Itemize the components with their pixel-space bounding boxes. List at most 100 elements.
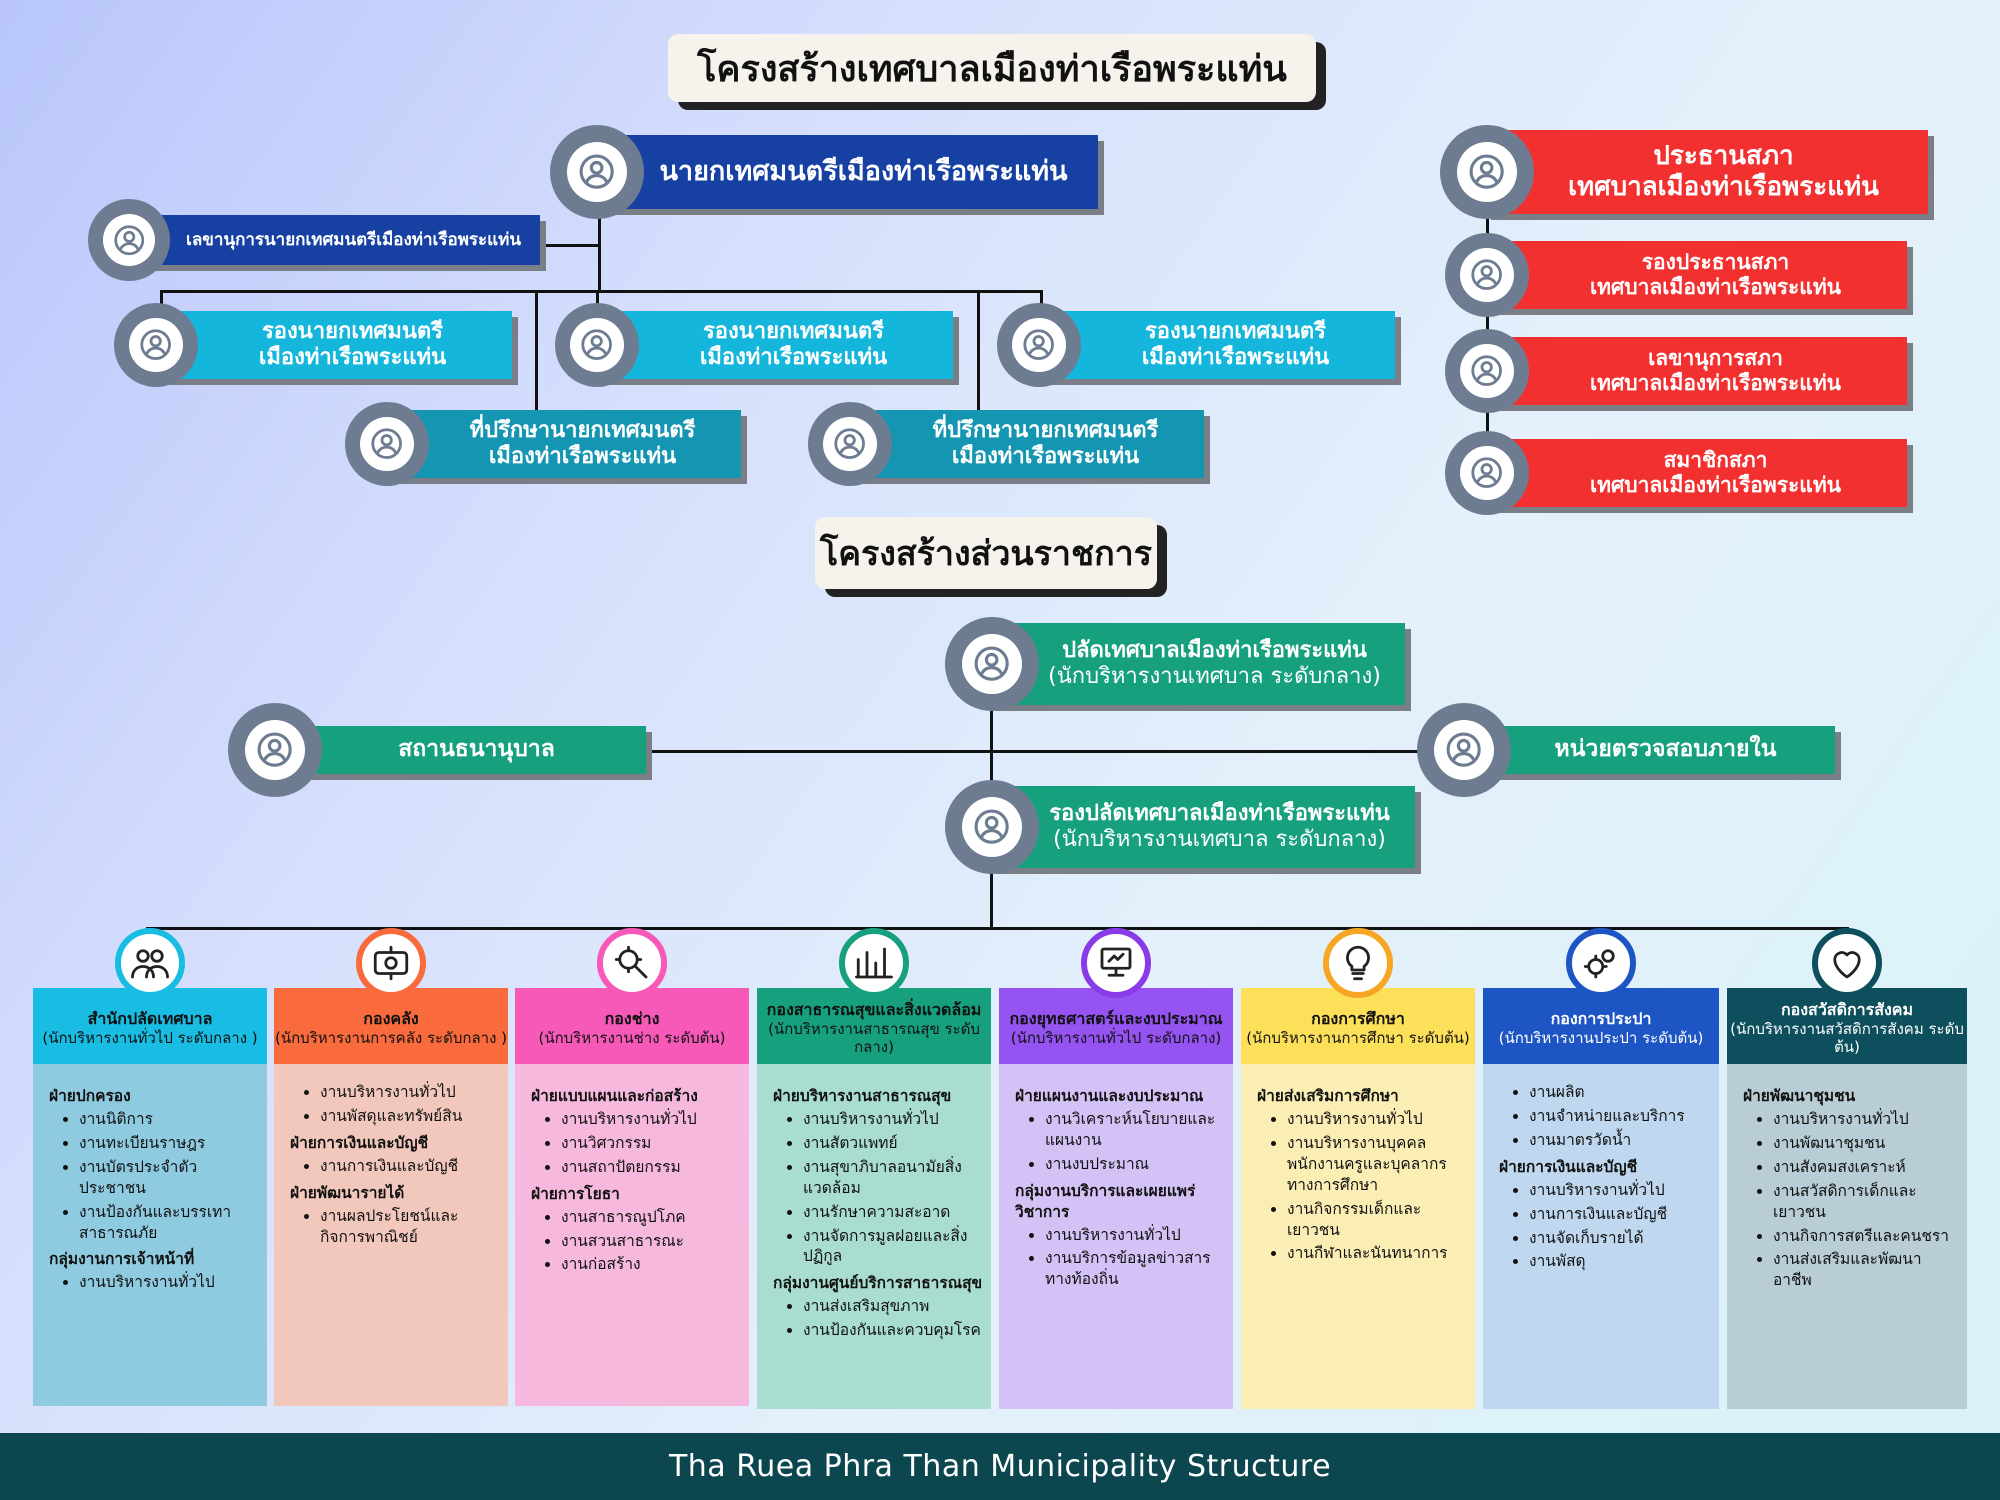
list-item: งานส่งเสริมสุขภาพ: [803, 1296, 983, 1317]
list-item: งานป้องกันและควบคุมโรค: [803, 1320, 983, 1341]
list-item: งานบริหารงานทั่วไป: [561, 1109, 741, 1130]
list-item: งานกิจการสตรีและคนชรา: [1773, 1226, 1959, 1247]
connector: [1040, 290, 1043, 310]
division-body: ฝ่ายพัฒนาชุมชนงานบริหารงานทั่วไปงานพัฒนา…: [1727, 1064, 1967, 1409]
gears-icon: [1566, 928, 1636, 998]
clerk-line1: ปลัดเทศบาลเมืองท่าเรือพระแท่น: [1062, 638, 1367, 664]
task-list: งานสาธารณูปโภคงานสวนสาธารณะงานก่อสร้าง: [531, 1207, 741, 1276]
section-title: ฝ่ายปกครอง: [49, 1087, 131, 1105]
connector: [535, 244, 601, 247]
deputy-mayor-1: รองนายกเทศมนตรีเมืองท่าเรือพระแท่น: [114, 303, 512, 387]
council-member-line2: เทศบาลเมืองท่าเรือพระแท่น: [1589, 473, 1842, 497]
list-item: งานสวนสาธารณะ: [561, 1231, 741, 1252]
division-level: (นักบริหารงานทั่วไป ระดับกลาง): [1010, 1028, 1222, 1047]
division-header: กองสาธารณสุขและสิ่งแวดล้อม(นักบริหารงานส…: [757, 988, 991, 1064]
mayor-node: นายกเทศมนตรีเมืองท่าเรือพระแท่น: [550, 125, 1098, 219]
task-list: งานบริหารงานทั่วไปงานสัตวแพทย์งานสุขาภิบ…: [773, 1109, 983, 1267]
division-level: (นักบริหารงานทั่วไป ระดับกลาง ): [42, 1028, 258, 1047]
connector: [598, 190, 601, 292]
advisor-label-line1: ที่ปรึกษานายกเทศมนตรี: [469, 418, 696, 444]
list-item: งานงบประมาณ: [1045, 1154, 1225, 1175]
person-icon: [345, 402, 429, 486]
deputy-clerk-node: รองปลัดเทศบาลเมืองท่าเรือพระแท่น(นักบริห…: [945, 780, 1415, 874]
section-title: ฝ่ายพัฒนารายได้: [290, 1183, 405, 1202]
task-list: งานบริหารงานทั่วไปงานบริการข้อมูลข่าวสาร…: [1015, 1225, 1225, 1291]
advisor-label-line1: ที่ปรึกษานายกเทศมนตรี: [932, 418, 1159, 444]
welfare-icon: [1812, 928, 1882, 998]
municipal-clerk-node: ปลัดเทศบาลเมืองท่าเรือพระแท่น(นักบริหารง…: [945, 617, 1405, 711]
division-body: งานผลิตงานจำหน่ายและบริการงานมาตรวัดน้ำฝ…: [1483, 1064, 1719, 1409]
deputy-label-line1: รองนายกเทศมนตรี: [702, 319, 884, 345]
division-body: ฝ่ายบริหารงานสาธารณสุขงานบริหารงานทั่วไป…: [757, 1064, 991, 1409]
task-list: งานนิติการงานทะเบียนราษฎรงานบัตรประจำตัว…: [49, 1109, 259, 1244]
deputy-label-line2: เมืองท่าเรือพระแท่น: [1141, 345, 1330, 370]
task-list: งานผลประโยชน์และกิจการพาณิชย์: [290, 1206, 500, 1248]
connector: [596, 290, 599, 310]
task-list: งานบริหารงานทั่วไปงานวิศวกรรมงานสถาปัตยก…: [531, 1109, 741, 1178]
council-president-line1: ประธานสภา: [1653, 141, 1794, 172]
person-icon: [945, 617, 1039, 711]
list-item: งานการเงินและบัญชี: [320, 1156, 500, 1177]
connector: [146, 927, 1848, 930]
council-vice-line1: รองประธานสภา: [1641, 250, 1790, 275]
council-secretary-node: เลขานุการสภาเทศบาลเมืองท่าเรือพระแท่น: [1445, 329, 1907, 413]
list-item: งานบริหารงานทั่วไป: [79, 1272, 259, 1293]
list-item: งานจัดเก็บรายได้: [1529, 1228, 1711, 1249]
money-icon: [356, 928, 426, 998]
list-item: งานบริหารงานทั่วไป: [1045, 1225, 1225, 1246]
division-name: กองการศึกษา: [1311, 1009, 1405, 1029]
section-title: ฝ่ายบริหารงานสาธารณสุข: [773, 1087, 952, 1105]
pawnshop-node: สถานธนานุบาล: [228, 703, 646, 797]
deputy-label-line1: รองนายกเทศมนตรี: [261, 319, 443, 345]
secretary-node: เลขานุการนายกเทศมนตรีเมืองท่าเรือพระแท่น: [88, 199, 540, 281]
person-icon: [1445, 329, 1529, 413]
person-icon: [1440, 125, 1534, 219]
section-title: ฝ่ายส่งเสริมการศึกษา: [1257, 1087, 1399, 1105]
list-item: งานบริหารงานบุคคลพนักงานครูและบุคลากรทาง…: [1287, 1133, 1467, 1196]
section-title: กลุ่มงานบริการและเผยแพร่วิชาการ: [1015, 1181, 1196, 1221]
list-item: งานนิติการ: [79, 1109, 259, 1130]
division-level: (นักบริหารงานประปา ระดับต้น): [1498, 1028, 1704, 1047]
list-item: งานสังคมสงเคราะห์: [1773, 1157, 1959, 1178]
list-item: งานจำหน่ายและบริการ: [1529, 1106, 1711, 1127]
task-list: งานบริหารงานทั่วไปงานพัสดุและทรัพย์สิน: [290, 1082, 500, 1127]
deputy-mayor-3: รองนายกเทศมนตรีเมืองท่าเรือพระแท่น: [997, 303, 1395, 387]
audit-label: หน่วยตรวจสอบภายใน: [1554, 736, 1777, 763]
list-item: งานสาธารณูปโภค: [561, 1207, 741, 1228]
list-item: งานการเงินและบัญชี: [1529, 1204, 1711, 1225]
list-item: งานมาตรวัดน้ำ: [1529, 1130, 1711, 1151]
person-icon: [1445, 233, 1529, 317]
person-icon: [550, 125, 644, 219]
section-title: ฝ่ายการเงินและบัญชี: [290, 1133, 429, 1152]
task-list: งานบริหารงานทั่วไป: [49, 1272, 259, 1293]
division-name: กองการประปา: [1550, 1009, 1652, 1029]
council-president-line2: เทศบาลเมืองท่าเรือพระแท่น: [1568, 172, 1879, 202]
deputy-label-line1: รองนายกเทศมนตรี: [1144, 319, 1326, 345]
deputy-clerk-line1: รองปลัดเทศบาลเมืองท่าเรือพระแท่น: [1049, 801, 1390, 827]
deputy-clerk-line2: (นักบริหารงานเทศบาล ระดับกลาง): [1053, 827, 1386, 852]
idea-icon: [1323, 928, 1393, 998]
deputy-mayor-2: รองนายกเทศมนตรีเมืองท่าเรือพระแท่น: [555, 303, 953, 387]
division-header: กองการศึกษา(นักบริหารงานการศึกษา ระดับต้…: [1241, 988, 1475, 1064]
connector: [160, 290, 163, 310]
person-icon: [114, 303, 198, 387]
mayor-label: นายกเทศมนตรีเมืองท่าเรือพระแท่น: [659, 156, 1068, 188]
connector: [160, 290, 1043, 293]
list-item: งานกิจกรรมเด็กและเยาวชน: [1287, 1199, 1467, 1241]
section-title: ฝ่ายการเงินและบัญชี: [1499, 1157, 1638, 1176]
person-icon: [808, 402, 892, 486]
task-list: งานบริหารงานทั่วไปงานพัฒนาชุมชนงานสังคมส…: [1743, 1109, 1959, 1291]
division-name: สำนักปลัดเทศบาล: [87, 1009, 213, 1029]
division-header: กองยุทธศาสตร์และงบประมาณ(นักบริหารงานทั่…: [999, 988, 1233, 1064]
internal-audit-node: หน่วยตรวจสอบภายใน: [1417, 703, 1835, 797]
person-icon: [997, 303, 1081, 387]
division-level: (นักบริหารงานสวัสดิการสังคม ระดับต้น): [1730, 1019, 1964, 1056]
footer-caption: Tha Ruea Phra Than Municipality Structur…: [0, 1433, 2000, 1500]
list-item: งานบริหารงานทั่วไป: [1773, 1109, 1959, 1130]
council-member-line1: สมาชิกสภา: [1663, 448, 1768, 473]
division-body: ฝ่ายแผนงานและงบประมาณงานวิเคราะห์นโยบายแ…: [999, 1064, 1233, 1409]
list-item: งานพัสดุ: [1529, 1251, 1711, 1272]
section-title: ฝ่ายแผนงานและงบประมาณ: [1015, 1087, 1204, 1105]
list-item: งานบริการข้อมูลข่าวสารทางท้องถิ่น: [1045, 1248, 1225, 1290]
division-header: กองช่าง(นักบริหารงานช่าง ระดับต้น): [515, 988, 749, 1064]
